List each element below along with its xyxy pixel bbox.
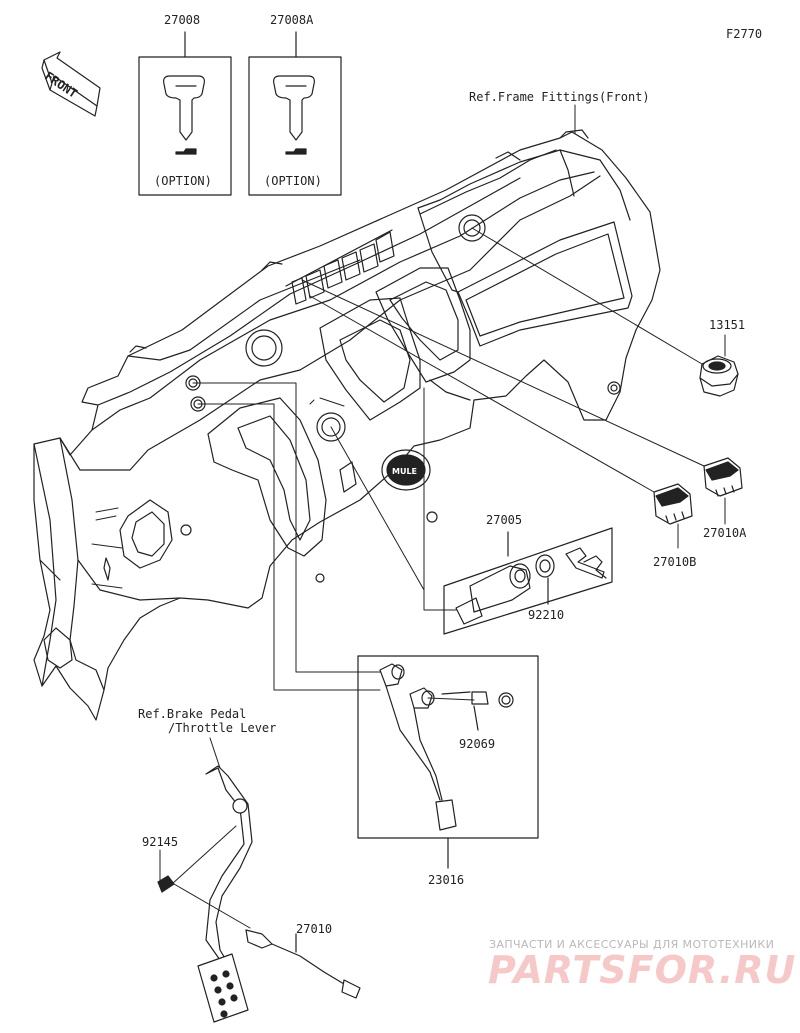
ignition-switch-group xyxy=(330,387,613,635)
option-note-27008: (OPTION) xyxy=(154,174,212,188)
brake-pedal xyxy=(157,765,361,1023)
leader-lines xyxy=(159,104,726,881)
wire-harness-group xyxy=(192,382,539,869)
meter-window xyxy=(417,149,633,395)
ref-frame-label: Ref.Frame Fittings(Front) xyxy=(469,90,650,104)
dashboard-panel xyxy=(33,129,661,721)
figure-code: F2770 xyxy=(726,27,763,41)
front-arrow-icon xyxy=(41,51,101,117)
center-console xyxy=(319,267,471,421)
part-label-27010B: 27010B xyxy=(653,555,697,569)
dc-socket-13151 xyxy=(471,227,739,397)
part-label-27008A: 27008A xyxy=(270,13,314,27)
ref-brake-label-2: /Throttle Lever xyxy=(168,721,277,735)
part-label-92069: 92069 xyxy=(459,737,496,751)
part-label-23016: 23016 xyxy=(428,873,465,887)
rocker-switch-27010A xyxy=(301,279,743,497)
key-box-27008A xyxy=(248,31,342,196)
rocker-switch-27010B xyxy=(309,295,693,525)
part-label-27008: 27008 xyxy=(164,13,201,27)
part-label-27010A: 27010A xyxy=(703,526,747,540)
watermark-logo: PARTSFOR.RU xyxy=(488,948,797,992)
part-label-27010: 27010 xyxy=(296,922,333,936)
option-note-27008A: (OPTION) xyxy=(264,174,322,188)
part-label-27005: 27005 xyxy=(486,513,523,527)
ref-brake-label-1: Ref.Brake Pedal xyxy=(138,707,247,721)
watermark-tagline: ЗАПЧАСТИ И АКСЕССУАРЫ ДЛЯ МОТОТЕХНИКИ xyxy=(489,938,775,951)
part-label-92210: 92210 xyxy=(528,608,565,622)
svg-text:MULE: MULE xyxy=(392,467,417,476)
part-label-92145: 92145 xyxy=(142,835,179,849)
switch-slots xyxy=(285,229,395,305)
key-box-27008 xyxy=(138,31,232,196)
part-label-13151: 13151 xyxy=(709,318,746,332)
